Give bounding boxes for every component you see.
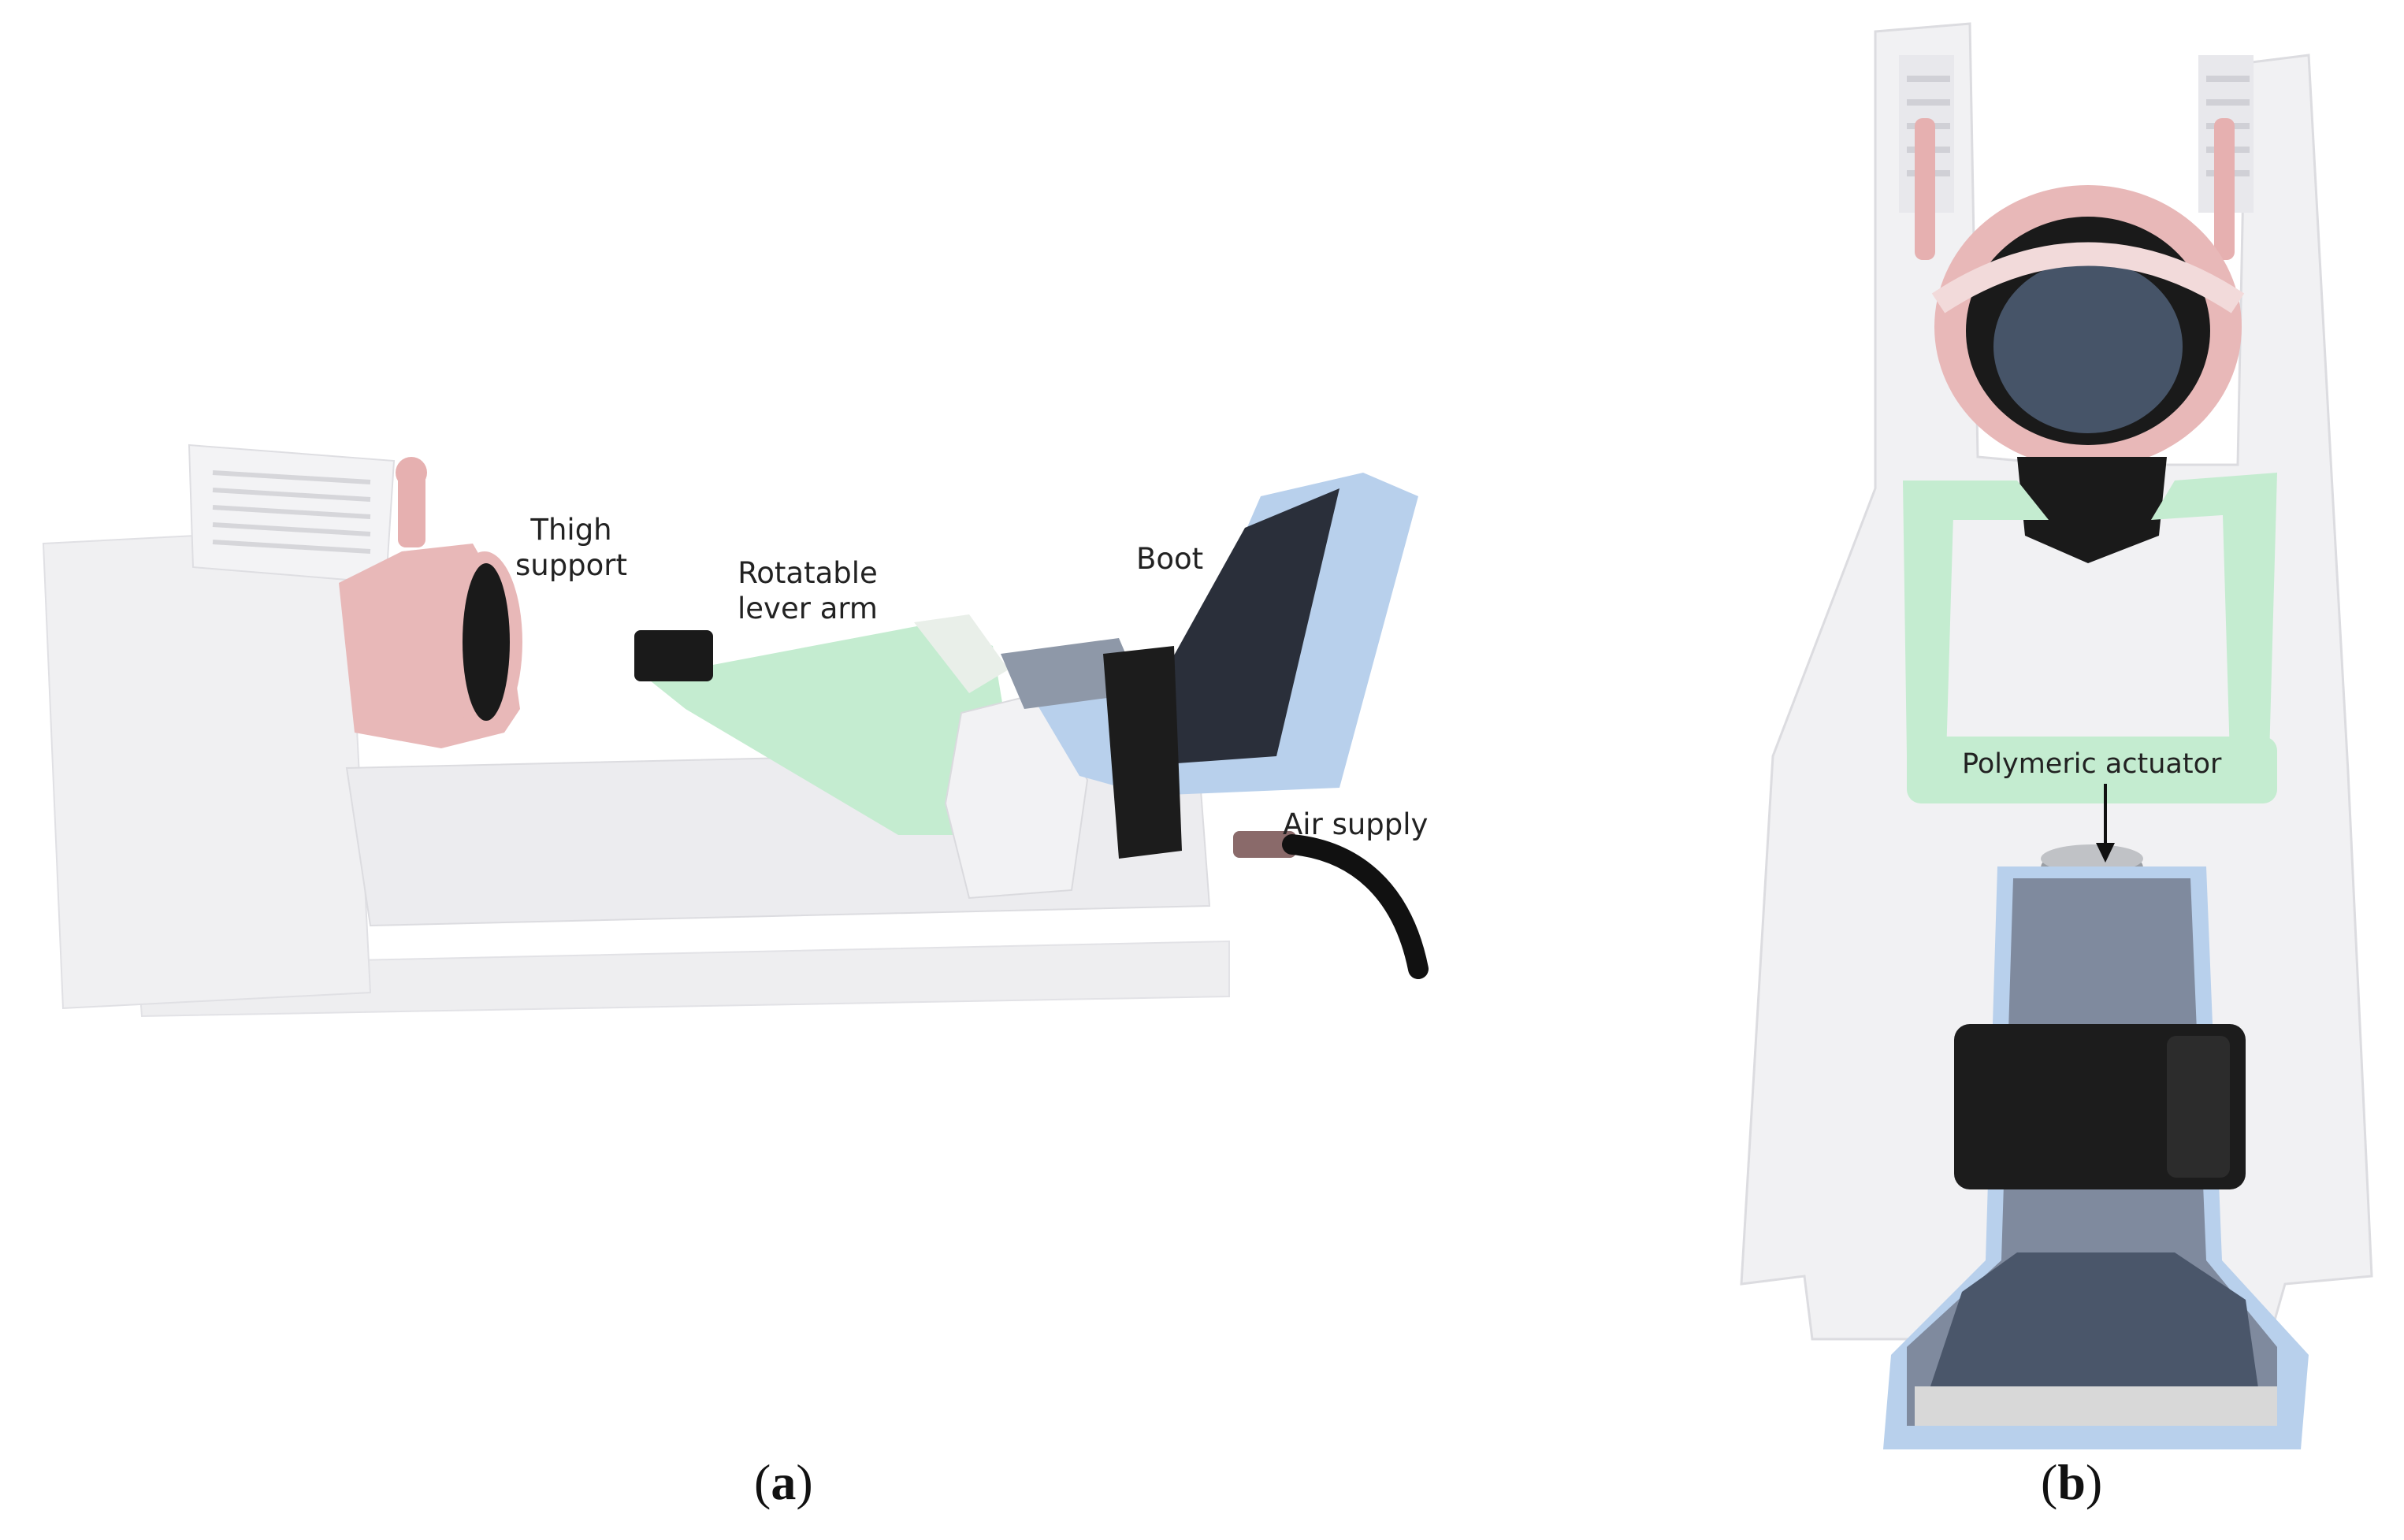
- caption-a-close: ): [796, 1454, 813, 1510]
- label-boot: Boot: [1136, 542, 1204, 576]
- label-lever-arm-line2: lever arm: [738, 592, 878, 625]
- caption-b-letter: b: [2057, 1454, 2086, 1510]
- caption-b-open: (: [2041, 1454, 2058, 1510]
- label-lever-arm-line1: Rotatable: [738, 556, 878, 590]
- air-supply-hose: [1233, 831, 1429, 979]
- thigh-ring: [1915, 118, 2245, 469]
- thigh-support: [339, 457, 522, 748]
- rear-panel: [42, 526, 372, 1010]
- panel-b-device: [1740, 22, 2373, 1449]
- caption-a-letter: a: [771, 1454, 797, 1510]
- actuator-arrow: [2096, 784, 2115, 863]
- boot-strap: [1103, 646, 1182, 859]
- label-thigh-support: Thigh support: [504, 512, 638, 583]
- label-polymeric-actuator: Polymeric actuator: [1962, 748, 2222, 780]
- lever-arm: [634, 614, 1016, 835]
- caption-b-close: ): [2085, 1454, 2103, 1510]
- label-thigh-support-line2: support: [515, 548, 628, 582]
- caption-b: (b): [2041, 1453, 2102, 1512]
- grille-slots: [212, 470, 371, 554]
- lever-arm-top: [1903, 473, 2277, 803]
- panel-a-device: [42, 443, 1429, 1018]
- shin-pad: [2017, 457, 2167, 563]
- caption-a-open: (: [754, 1454, 771, 1510]
- label-rotatable-lever-arm: Rotatable lever arm: [725, 555, 890, 626]
- boot: [1001, 473, 1418, 796]
- boot-strap-top: [1954, 1024, 2246, 1189]
- label-air-supply: Air supply: [1283, 807, 1429, 841]
- label-thigh-support-line1: Thigh: [530, 513, 612, 547]
- caption-a: (a): [754, 1453, 813, 1512]
